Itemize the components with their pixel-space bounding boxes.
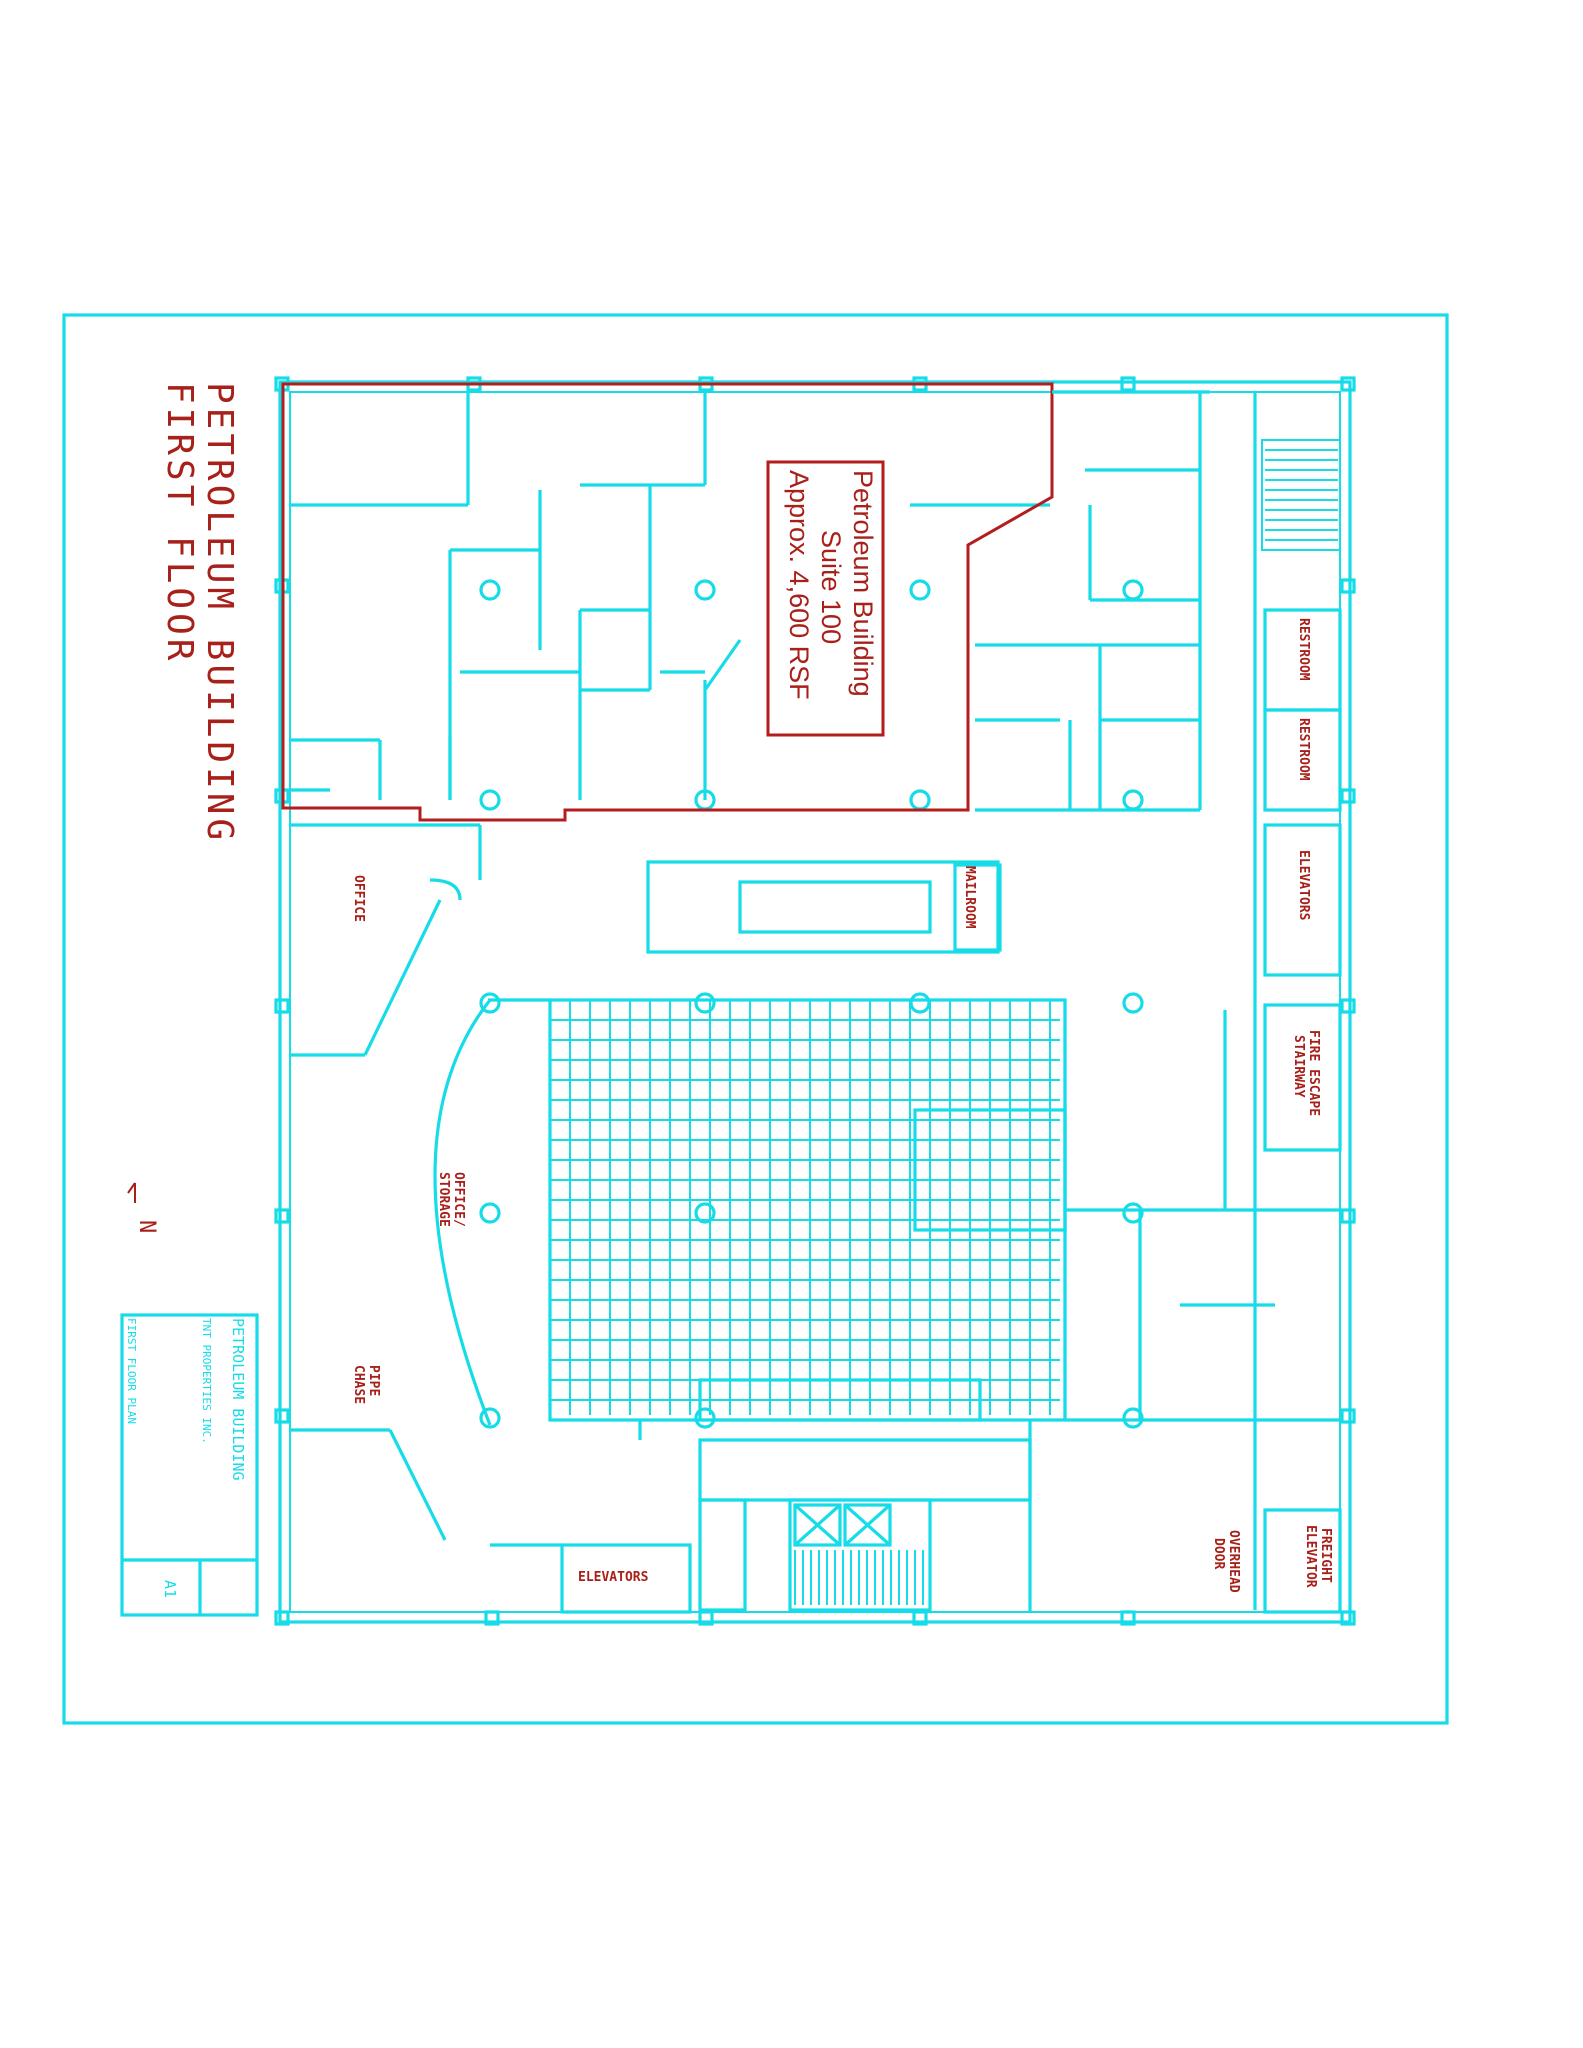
structural-columns xyxy=(274,376,1356,1626)
title-line-1: PETROLEUM BUILDING xyxy=(199,382,240,844)
label-fire-escape-2: STAIRWAY xyxy=(1291,1035,1306,1098)
tile-grid xyxy=(549,999,1060,1415)
label-office-storage-1: OFFICE/ xyxy=(451,1172,466,1227)
east-rooms xyxy=(913,1000,1340,1612)
tb-client: TNT PROPERTIES INC. xyxy=(200,1318,213,1444)
suite-name: Petroleum Building xyxy=(848,470,878,697)
label-mailroom: MAILROOM xyxy=(962,866,977,929)
label-pipe-chase-2: CHASE xyxy=(351,1365,366,1404)
label-freight-elevator-1: FREIGHT xyxy=(1318,1528,1333,1583)
label-pipe-chase-1: PIPE xyxy=(366,1365,381,1396)
label-restroom-2: RESTROOM xyxy=(1296,718,1311,781)
east-stair xyxy=(1261,439,1341,551)
mailroom-core xyxy=(646,860,1002,954)
north-arrow: N xyxy=(127,1182,159,1233)
drawing-title: PETROLEUM BUILDING FIRST FLOOR xyxy=(159,382,240,844)
south-core xyxy=(290,1378,1032,1614)
north-label: N xyxy=(134,1220,159,1233)
label-elevators-south: ELEVATORS xyxy=(578,1570,649,1585)
suite-100-boundary xyxy=(281,382,1054,822)
tb-project: PETROLEUM BUILDING xyxy=(229,1318,247,1481)
suite-100-label: Petroleum Building Suite 100 Approx. 4,6… xyxy=(766,460,885,737)
label-restroom-1: RESTROOM xyxy=(1296,618,1311,681)
suite-unit: Suite 100 xyxy=(816,530,846,644)
tb-sheet-label: FIRST FLOOR PLAN xyxy=(125,1318,138,1424)
suite-100-partitions xyxy=(290,392,1050,800)
east-offices xyxy=(975,390,1342,1614)
title-block: PETROLEUM BUILDING TNT PROPERTIES INC. F… xyxy=(120,1313,259,1617)
south-stair xyxy=(794,1550,924,1605)
label-freight-elevator-2: ELEVATOR xyxy=(1303,1525,1318,1588)
tb-sheet-number: A1 xyxy=(161,1580,179,1598)
label-office-storage-2: STORAGE xyxy=(436,1172,451,1227)
label-office: OFFICE xyxy=(351,875,366,922)
title-line-2: FIRST FLOOR xyxy=(159,382,200,664)
west-office xyxy=(290,823,482,1057)
suite-area: Approx. 4,600 RSF xyxy=(784,470,814,700)
label-elevators-east: ELEVATORS xyxy=(1296,850,1311,921)
label-fire-escape-1: FIRE ESCAPE xyxy=(1306,1030,1321,1116)
sheet-border xyxy=(62,313,1449,1725)
room-labels: OFFICE OFFICE/ STORAGE MAILROOM RESTROOM… xyxy=(351,618,1333,1593)
building-outline xyxy=(278,380,1352,1624)
label-overhead-door-2: DOOR xyxy=(1211,1538,1226,1569)
label-overhead-door-1: OVERHEAD xyxy=(1226,1530,1241,1593)
